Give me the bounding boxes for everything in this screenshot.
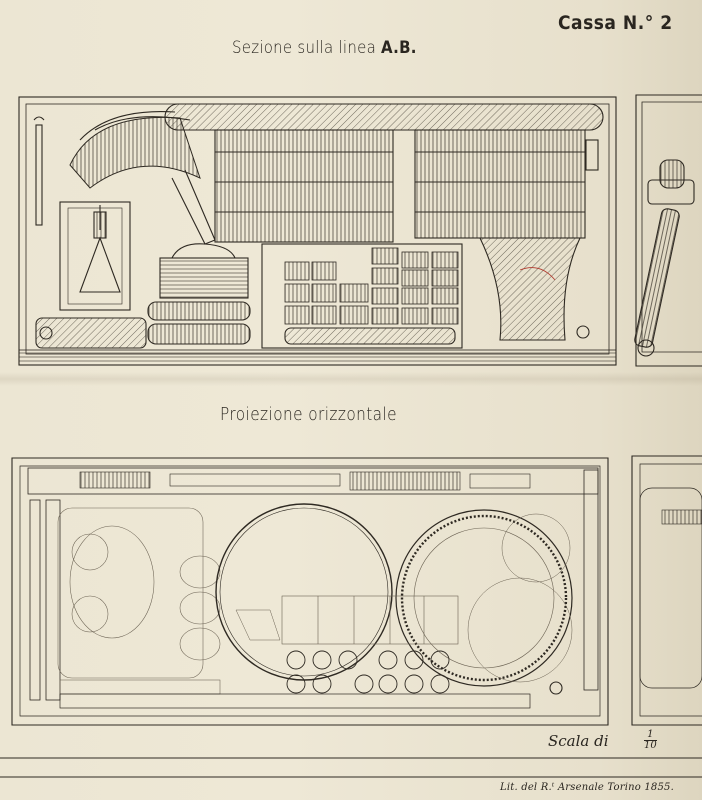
fold-crease <box>0 372 702 386</box>
section-view <box>18 96 617 366</box>
scale-numerator: 1 <box>644 730 657 741</box>
handle-tool <box>33 116 45 226</box>
plan-title: Proiezione orizzontale <box>220 404 397 425</box>
case-outline-plan <box>11 457 609 726</box>
section-title-prefix: Sezione sulla linea <box>232 38 377 58</box>
cylinder-right <box>414 129 586 239</box>
rolled-blanket <box>164 103 604 131</box>
cartridge-grid <box>261 243 463 349</box>
adjacent-case-section <box>634 94 702 367</box>
section-line-label: A.B. <box>381 38 417 58</box>
clasp <box>576 139 599 339</box>
saddle-tree-pieces <box>69 111 216 245</box>
cups-row <box>286 650 450 694</box>
case-number-label: Cassa N.° 2 <box>558 12 673 34</box>
pot-plan-right <box>395 509 573 687</box>
balance-compartment <box>59 201 131 311</box>
iron-block <box>159 243 249 299</box>
mallets <box>35 301 251 349</box>
adjacent-case-plan <box>631 455 702 726</box>
plan-view <box>11 457 609 726</box>
section-title: Sezione sulla linea A.B. <box>232 38 417 58</box>
scale-denominator: 10 <box>644 740 657 751</box>
anvil <box>479 237 581 341</box>
scale-fraction: 1 10 <box>644 730 657 751</box>
scale-label: Scala di <box>548 732 609 750</box>
pot-plan-left <box>215 503 393 681</box>
cylinder-left <box>214 129 394 243</box>
lithographer-credit: Lit. del R.ᵗ Arsenale Torino 1855. <box>500 782 674 793</box>
